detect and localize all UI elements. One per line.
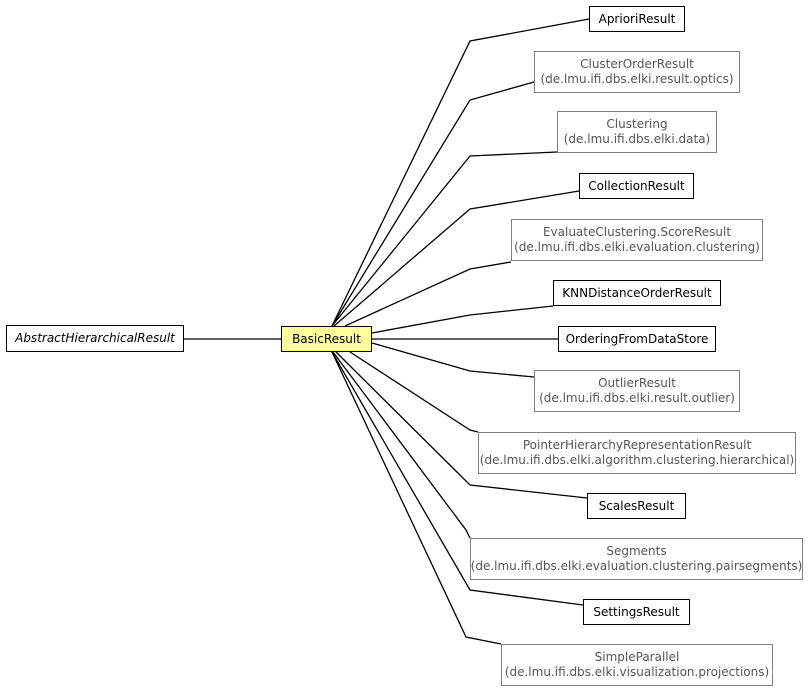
class-label: PointerHierarchyRepresentationResult bbox=[522, 438, 752, 452]
package-label: (de.lmu.ifi.dbs.elki.result.outlier) bbox=[539, 391, 735, 405]
class-node-aprioriresult[interactable]: AprioriResult bbox=[589, 6, 685, 32]
edge-scalesresult bbox=[335, 351, 588, 499]
edge-aprioriresult bbox=[331, 18, 590, 327]
class-label: OutlierResult bbox=[598, 376, 676, 390]
class-label: CollectionResult bbox=[588, 178, 685, 193]
class-node-abstracthierarchicalresult[interactable]: AbstractHierarchicalResult bbox=[6, 325, 184, 352]
class-node-collectionresult[interactable]: CollectionResult bbox=[579, 173, 694, 199]
package-label: (de.lmu.ifi.dbs.elki.evaluation.clusteri… bbox=[470, 559, 803, 573]
class-label: Segments bbox=[606, 544, 667, 558]
edge-pointerhierarchy bbox=[349, 351, 479, 433]
package-label: (de.lmu.ifi.dbs.elki.visualization.proje… bbox=[504, 665, 770, 679]
class-label: BasicResult bbox=[292, 331, 361, 346]
class-node-basicresult[interactable]: BasicResult bbox=[281, 326, 372, 352]
class-label: EvaluateClustering.ScoreResult bbox=[542, 225, 732, 239]
edge-settingsresult bbox=[331, 351, 584, 606]
class-node-segments[interactable]: Segments (de.lmu.ifi.dbs.elki.evaluation… bbox=[470, 538, 803, 580]
edge-collectionresult bbox=[333, 190, 580, 327]
package-label: (de.lmu.ifi.dbs.elki.evaluation.clusteri… bbox=[514, 240, 760, 254]
class-label: ClusterOrderResult bbox=[580, 57, 694, 71]
package-label: (de.lmu.ifi.dbs.elki.result.optics) bbox=[540, 72, 734, 86]
class-node-orderingfromdatastore[interactable]: OrderingFromDataStore bbox=[558, 326, 716, 352]
class-label: OrderingFromDataStore bbox=[565, 331, 709, 346]
class-node-simpleparallel[interactable]: SimpleParallel (de.lmu.ifi.dbs.elki.visu… bbox=[501, 644, 773, 686]
class-label: ScalesResult bbox=[598, 498, 675, 513]
edge-segments bbox=[332, 351, 471, 539]
class-label: SettingsResult bbox=[593, 604, 680, 619]
class-node-scalesresult[interactable]: ScalesResult bbox=[587, 493, 686, 519]
edge-clustering bbox=[331, 151, 558, 327]
class-node-pointerhierarchyrepresentationresult[interactable]: PointerHierarchyRepresentationResult (de… bbox=[478, 432, 796, 474]
class-label: AprioriResult bbox=[598, 11, 676, 26]
class-label: AbstractHierarchicalResult bbox=[15, 331, 175, 345]
package-label: (de.lmu.ifi.dbs.elki.data) bbox=[563, 132, 711, 146]
class-node-knndistanceorderresult[interactable]: KNNDistanceOrderResult bbox=[553, 280, 721, 306]
edge-simpleparallel bbox=[331, 351, 502, 645]
edge-clusterorderresult bbox=[331, 81, 535, 327]
class-node-clustering[interactable]: Clustering (de.lmu.ifi.dbs.elki.data) bbox=[557, 111, 717, 153]
class-label: Clustering bbox=[606, 117, 668, 131]
class-label: SimpleParallel bbox=[594, 650, 680, 664]
class-label: KNNDistanceOrderResult bbox=[562, 285, 712, 300]
edge-knndistanceorderresult bbox=[371, 305, 554, 334]
class-node-evaluateclustering-scoreresult[interactable]: EvaluateClustering.ScoreResult (de.lmu.i… bbox=[511, 219, 763, 261]
package-label: (de.lmu.ifi.dbs.elki.algorithm.clusterin… bbox=[479, 453, 795, 467]
class-node-outlierresult[interactable]: OutlierResult (de.lmu.ifi.dbs.elki.resul… bbox=[534, 370, 740, 412]
class-node-settingsresult[interactable]: SettingsResult bbox=[583, 599, 690, 625]
edge-evaluateclustering bbox=[344, 261, 512, 327]
edge-outlierresult bbox=[371, 342, 535, 378]
class-node-clusterorderresult[interactable]: ClusterOrderResult (de.lmu.ifi.dbs.elki.… bbox=[534, 51, 740, 93]
